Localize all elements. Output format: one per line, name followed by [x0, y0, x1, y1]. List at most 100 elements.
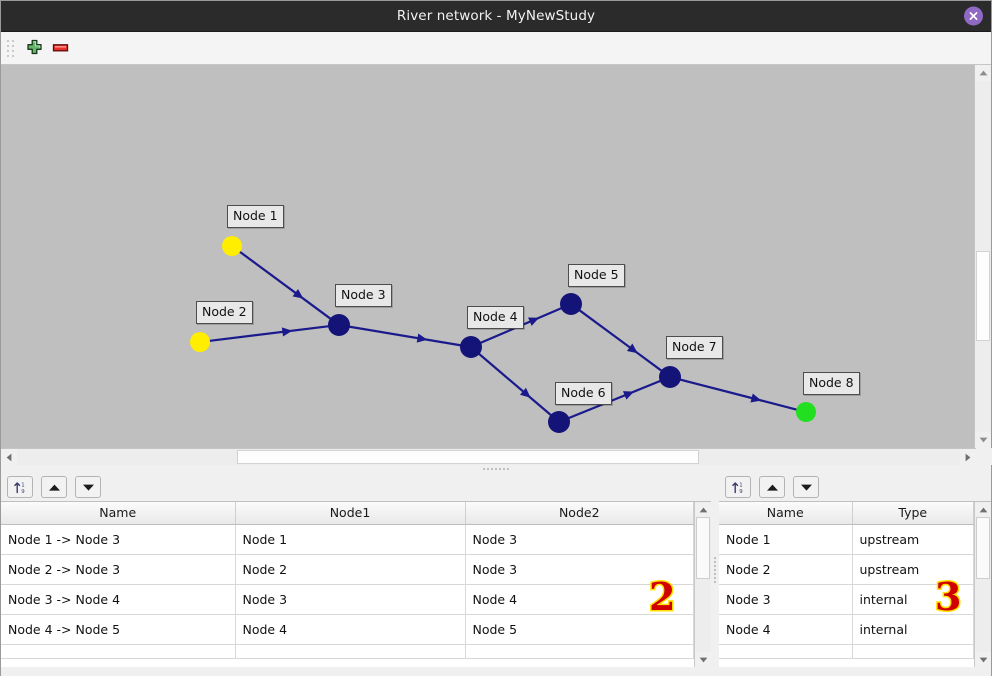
reaches-cell[interactable]: Node 3 — [235, 584, 466, 615]
reaches-scroll-thumb[interactable] — [696, 517, 710, 579]
reaches-cell[interactable]: Node 2 -> Node 3 — [1, 554, 236, 585]
sort-ascending-icon[interactable]: 1 9 — [725, 476, 751, 498]
scroll-right-icon[interactable] — [960, 449, 976, 465]
nodes-cell-empty[interactable] — [719, 644, 853, 659]
graph-node-label-node-7[interactable]: Node 7 — [666, 336, 723, 359]
graph-link[interactable] — [679, 378, 798, 411]
move-down-icon[interactable] — [75, 476, 101, 498]
graph-node-node-6[interactable] — [548, 411, 570, 433]
reaches-cell[interactable]: Node 4 — [235, 614, 466, 645]
move-down-icon[interactable] — [793, 476, 819, 498]
reaches-column-header[interactable]: Name — [1, 502, 236, 525]
scroll-down-icon[interactable] — [695, 652, 711, 667]
graph-node-label-node-6[interactable]: Node 6 — [555, 382, 612, 405]
network-graph-canvas[interactable]: Node 1 Node 2 Node 3 Node 4 Node 5 Node 6 Node… — [1, 65, 976, 448]
reaches-cell[interactable]: Node 3 — [465, 554, 694, 585]
graph-node-label-node-4[interactable]: Node 4 — [467, 306, 524, 329]
graph-link[interactable] — [238, 250, 332, 320]
graph-link[interactable] — [348, 325, 462, 347]
reaches-cell[interactable]: Node 4 — [465, 584, 694, 615]
graph-node-label-node-1[interactable]: Node 1 — [227, 205, 284, 228]
graph-vscroll-thumb[interactable] — [976, 251, 990, 341]
nodes-cell[interactable]: Node 2 — [719, 554, 853, 585]
nodes-cell[interactable]: Node 1 — [719, 524, 853, 555]
scroll-up-icon[interactable] — [975, 65, 991, 81]
move-up-icon[interactable] — [41, 476, 67, 498]
graph-link[interactable] — [567, 379, 662, 420]
delete-minus-icon[interactable] — [47, 35, 73, 61]
graph-link[interactable] — [477, 352, 553, 417]
graph-link[interactable] — [578, 309, 663, 372]
graph-node-label-node-8[interactable]: Node 8 — [803, 372, 860, 395]
reaches-cell-empty[interactable] — [1, 644, 236, 659]
graph-node-node-2[interactable] — [190, 332, 210, 352]
graph-horizontal-scrollbar[interactable] — [1, 448, 992, 465]
graph-node-node-7[interactable] — [659, 366, 681, 388]
table-row-empty[interactable] — [719, 644, 974, 659]
reaches-cell[interactable]: Node 3 -> Node 4 — [1, 584, 236, 615]
scroll-up-icon[interactable] — [695, 502, 711, 517]
reaches-cell[interactable]: Node 4 -> Node 5 — [1, 614, 236, 645]
reaches-cell[interactable]: Node 2 — [235, 554, 466, 585]
vertical-splitter[interactable] — [711, 473, 719, 667]
reaches-column-header[interactable]: Node1 — [235, 502, 466, 525]
scroll-left-icon[interactable] — [1, 449, 17, 465]
nodes-cell[interactable]: internal — [852, 614, 974, 645]
graph-node-node-5[interactable] — [560, 293, 582, 315]
graph-node-label-node-3[interactable]: Node 3 — [335, 284, 392, 307]
graph-node-node-8[interactable] — [796, 402, 816, 422]
nodes-scroll-track[interactable] — [975, 517, 991, 652]
graph-link[interactable] — [208, 325, 330, 342]
reaches-cell[interactable]: Node 3 — [465, 524, 694, 555]
move-up-icon[interactable] — [759, 476, 785, 498]
reaches-column-header[interactable]: Node2 — [465, 502, 694, 525]
reaches-cell[interactable]: Node 1 — [235, 524, 466, 555]
toolbar-drag-handle[interactable] — [7, 37, 15, 59]
nodes-scrollbar[interactable] — [974, 502, 991, 667]
horizontal-splitter[interactable] — [1, 465, 991, 473]
graph-hscroll-thumb[interactable] — [237, 450, 699, 464]
nodes-column-header[interactable]: Name — [719, 502, 853, 525]
graph-vscroll-track[interactable] — [975, 81, 991, 432]
reaches-cell-empty[interactable] — [465, 644, 694, 659]
close-icon[interactable] — [964, 6, 983, 26]
reaches-cell[interactable]: Node 5 — [465, 614, 694, 645]
nodes-column-header[interactable]: Type — [852, 502, 974, 525]
graph-node-node-1[interactable] — [222, 236, 242, 256]
reaches-cell[interactable]: Node 1 -> Node 3 — [1, 524, 236, 555]
nodes-scroll-thumb[interactable] — [976, 517, 990, 579]
graph-node-node-3[interactable] — [328, 314, 350, 336]
reaches-scrollbar[interactable] — [694, 502, 711, 667]
table-row-empty[interactable] — [1, 644, 694, 659]
nodes-cell[interactable]: Node 3 — [719, 584, 853, 615]
scroll-down-icon[interactable] — [975, 652, 991, 667]
nodes-cell[interactable]: upstream — [852, 554, 974, 585]
graph-node-label-node-5[interactable]: Node 5 — [568, 264, 625, 287]
nodes-cell[interactable]: upstream — [852, 524, 974, 555]
graph-hscroll-track[interactable] — [17, 449, 960, 465]
nodes-cell[interactable]: Node 4 — [719, 614, 853, 645]
graph-vertical-scrollbar[interactable] — [974, 65, 991, 448]
sort-ascending-icon[interactable]: 1 9 — [7, 476, 33, 498]
scroll-up-icon[interactable] — [975, 502, 991, 517]
nodes-cell[interactable]: internal — [852, 584, 974, 615]
graph-node-label-node-2[interactable]: Node 2 — [196, 301, 253, 324]
nodes-cell-empty[interactable] — [852, 644, 974, 659]
reaches-scroll-track[interactable] — [695, 517, 711, 652]
reaches-cell-empty[interactable] — [235, 644, 466, 659]
add-plus-icon[interactable] — [21, 35, 47, 61]
